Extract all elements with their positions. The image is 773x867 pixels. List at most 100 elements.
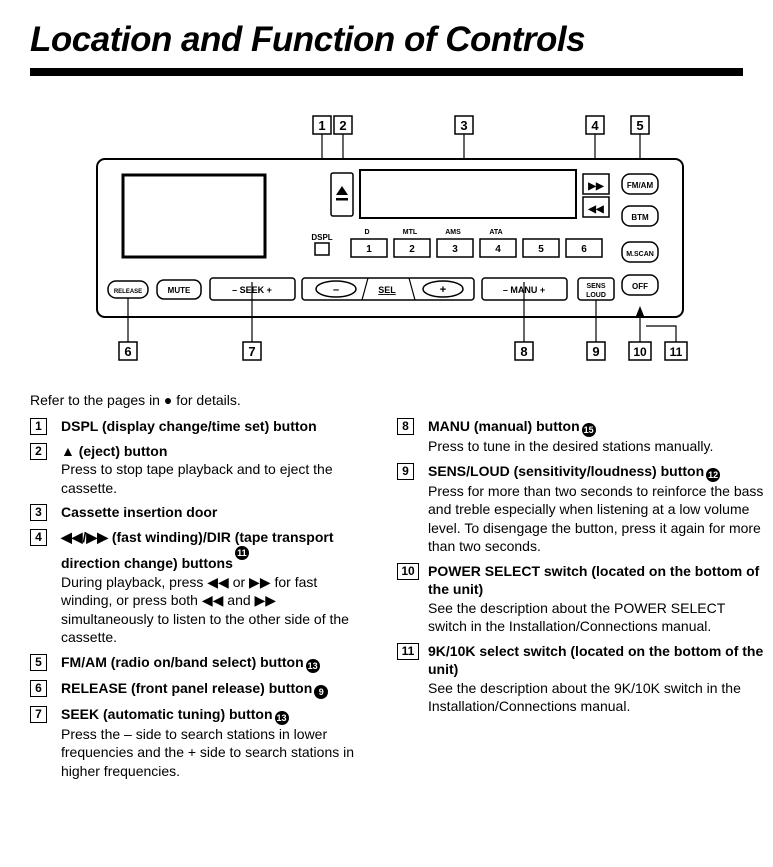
callout-label: 7 [248, 344, 255, 359]
item-description: See the description about the 9K/10K swi… [428, 679, 741, 715]
page-title: Location and Function of Controls [30, 20, 586, 59]
page-ref-badge: 11 12 [234, 546, 249, 572]
item-11: 11 9K/10K select switch (located on the b… [397, 642, 767, 716]
preset-button-6[interactable]: 6 [565, 238, 603, 258]
callout-label: 10 [633, 345, 647, 359]
preset-button-3[interactable]: 3 [436, 238, 474, 258]
item-number: 6 [30, 679, 47, 697]
mscan-button[interactable]: M.SCAN [621, 241, 659, 263]
item-number: 10 [397, 562, 419, 580]
btm-button[interactable]: BTM [621, 205, 659, 227]
callout-label: 6 [124, 344, 131, 359]
item-4: 4◀◀/▶▶ (fast winding)/DIR (tape transpor… [30, 528, 370, 647]
preset-label: D [364, 229, 369, 236]
sens-loud-button[interactable]: SENS LOUD [577, 277, 615, 301]
item-title: ▲ (eject) button [61, 442, 168, 459]
item-title: SENS/LOUD (sensitivity/loudness) button [428, 462, 705, 479]
callout-label: 8 [520, 344, 527, 359]
fm-am-button[interactable]: FM/AM [621, 173, 659, 195]
rew-icon: ◀◀ [587, 204, 604, 215]
item-number: 4 [30, 528, 47, 546]
callout-2: 2 [333, 115, 353, 135]
page-ref-badge: 9 [314, 684, 329, 699]
callout-label: 11 [670, 345, 683, 359]
svg-text:4: 4 [495, 244, 501, 255]
callout-5: 5 [630, 115, 650, 135]
callout-10: 10 [628, 341, 652, 361]
sel-control[interactable]: – SEL + [301, 277, 475, 301]
rew-button[interactable]: ◀◀ [582, 196, 610, 218]
callout-8: 8 [514, 341, 534, 361]
dspl-label: DSPL [311, 233, 332, 242]
svg-text:6: 6 [581, 244, 587, 255]
callout-label: 4 [591, 118, 599, 133]
item-title: 9K/10K select switch (located on the bot… [428, 642, 764, 678]
mute-button[interactable]: MUTE [156, 279, 202, 300]
minus-label: – [333, 284, 339, 296]
loud-label: LOUD [586, 292, 606, 299]
preset-button-2[interactable]: 2 [393, 238, 431, 258]
item-title: FM/AM (radio on/band select) button [61, 653, 304, 670]
item-description: Press to tune in the desired stations ma… [428, 438, 714, 454]
callout-label: 1 [318, 118, 325, 133]
page-ref-badge: 13 [305, 658, 320, 673]
callout-7: 7 [242, 341, 262, 361]
ff-button[interactable]: ▶▶ [582, 173, 610, 195]
mute-label: MUTE [168, 286, 191, 295]
mscan-label: M.SCAN [626, 251, 654, 258]
cassette-door[interactable] [359, 169, 577, 219]
intro-text: Refer to the pages in ● for details. [30, 392, 241, 408]
item-number: 9 [397, 462, 414, 480]
item-3: 3 Cassette insertion door [30, 503, 370, 522]
page-ref-badge: 13 [274, 710, 289, 725]
item-description: Press the – side to search stations in l… [61, 725, 355, 779]
release-label: RELEASE [114, 289, 142, 295]
item-description: Press to stop tape playback and to eject… [61, 461, 333, 496]
dspl-button[interactable]: DSPL [311, 233, 333, 256]
callout-6: 6 [118, 341, 138, 361]
preset-button-5[interactable]: 5 [522, 238, 560, 258]
sel-label: SEL [378, 285, 396, 295]
callout-11: 11 [664, 341, 688, 361]
item-title: SEEK (automatic tuning) button [61, 705, 273, 722]
callout-label: 5 [636, 118, 643, 133]
off-label: OFF [632, 282, 648, 291]
item-title: DSPL (display change/time set) button [61, 418, 317, 434]
ff-icon: ▶▶ [587, 181, 605, 192]
fm-am-label: FM/AM [627, 181, 654, 190]
item-number: 8 [397, 418, 414, 435]
title-rule [30, 68, 743, 76]
item-description: Press for more than two seconds to reinf… [428, 482, 764, 555]
callout-label: 9 [592, 344, 599, 359]
release-button[interactable]: RELEASE [107, 280, 149, 299]
item-description: See the description about the POWER SELE… [428, 599, 726, 635]
front-display [121, 173, 267, 259]
callout-9: 9 [586, 341, 606, 361]
svg-text:5: 5 [538, 244, 544, 255]
callout-3: 3 [454, 115, 474, 135]
callout-label: 2 [339, 118, 346, 133]
preset-label: ATA [489, 229, 502, 236]
item-title: MANU (manual) button [428, 418, 580, 434]
eject-button[interactable] [330, 172, 354, 217]
btm-label: BTM [631, 213, 649, 222]
page-ref-badge: 12 [706, 467, 721, 482]
svg-text:1: 1 [366, 244, 372, 255]
sens-label: SENS [586, 283, 605, 290]
item-title: RELEASE (front panel release) button [61, 679, 313, 696]
item-number: 11 [397, 642, 419, 660]
preset-button-4[interactable]: 4 [479, 238, 517, 258]
off-button[interactable]: OFF [621, 274, 659, 296]
callout-1: 1 [312, 115, 332, 135]
item-number: 3 [30, 504, 47, 521]
preset-button-1[interactable]: 1 [350, 238, 388, 258]
callout-4: 4 [585, 115, 605, 135]
item-title: Cassette insertion door [61, 504, 218, 520]
callout-label: 3 [460, 118, 467, 133]
